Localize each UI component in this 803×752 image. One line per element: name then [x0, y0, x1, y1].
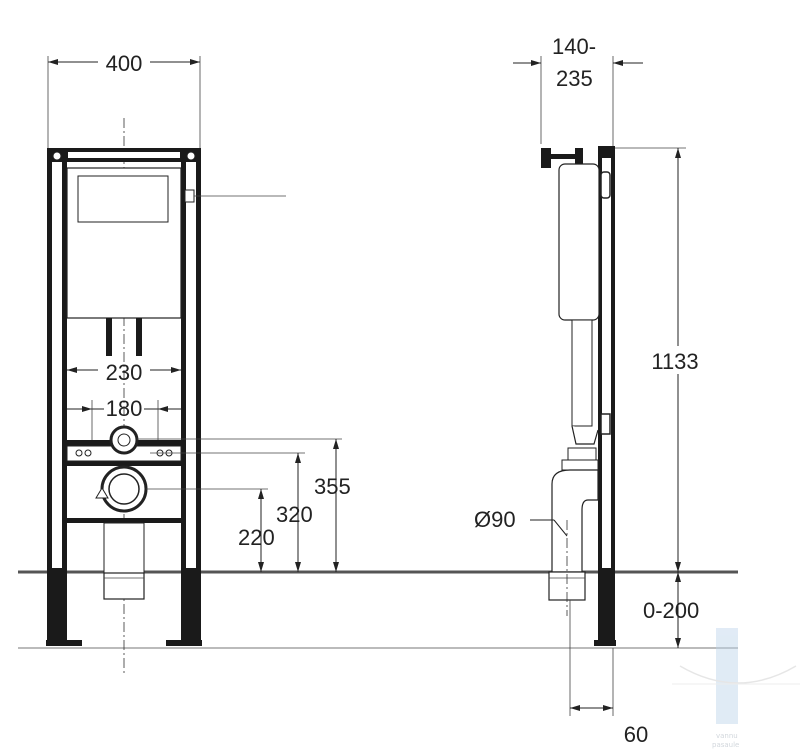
leg-adjust-label: 0-200 [643, 598, 699, 623]
height-355-label: 355 [314, 474, 351, 499]
arrow-left-icon [48, 59, 58, 65]
flush-rod-left [106, 318, 112, 356]
drain-elbow [551, 469, 599, 573]
control-box [184, 189, 195, 203]
side-view: 140- 235 Ø90 1133 [474, 34, 706, 747]
front-view: 400 230 180 [46, 50, 351, 676]
arrow-right-icon [190, 59, 200, 65]
flush-plate-opening [77, 175, 169, 223]
side-cistern [558, 163, 600, 321]
drain-pipe [103, 522, 145, 574]
bolt-icon [52, 151, 62, 161]
height-220-label: 220 [238, 525, 275, 550]
mounting-bracket-lower [67, 461, 181, 466]
wall-anchor-icon [541, 148, 551, 168]
depth-label-top: 140- [552, 34, 596, 59]
watermark-logo: vannu pasaule [672, 628, 800, 749]
flush-rod-right [136, 318, 142, 356]
height-320-label: 320 [276, 502, 313, 527]
width-label: 400 [106, 51, 143, 76]
watermark-text-2: pasaule [712, 741, 739, 749]
flush-spacing-label: 230 [106, 360, 143, 385]
bracket-icon [95, 487, 109, 499]
bottom-rail [67, 518, 181, 523]
drain-pipe-bottom [103, 572, 145, 600]
side-foot [594, 640, 616, 646]
pipe-diameter-label: Ø90 [474, 507, 516, 532]
foot-depth-label: 60 [624, 722, 648, 747]
depth-label-bottom: 235 [556, 66, 593, 91]
watermark-text-1: vannu [716, 732, 738, 740]
bolt-spacing-label: 180 [106, 396, 143, 421]
foot-right [166, 640, 202, 646]
bolt-icon [186, 151, 196, 161]
flush-pipe [571, 319, 593, 427]
total-height-label: 1133 [651, 349, 698, 374]
foot-left [46, 640, 82, 646]
